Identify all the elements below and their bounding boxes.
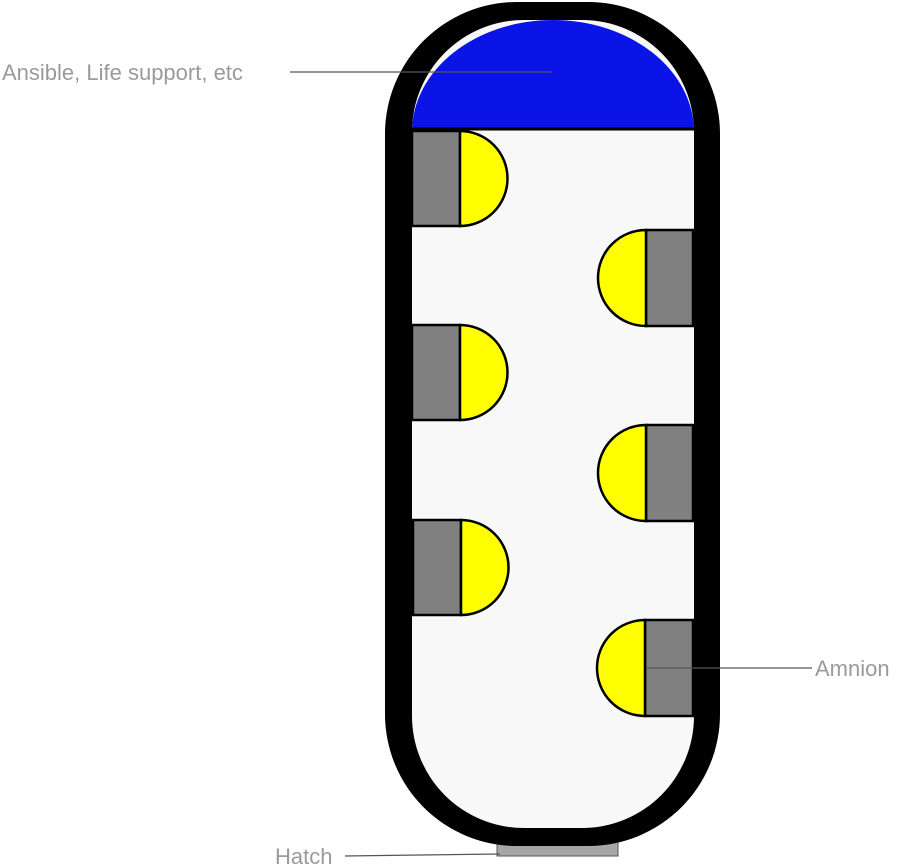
pod-right-1 [596, 228, 695, 328]
label-pod: Amnion [815, 656, 890, 681]
pod-left-2 [410, 323, 509, 422]
leader-hatch [344, 853, 501, 857]
pod-right-2 [596, 423, 695, 523]
label-top-module: Ansible, Life support, etc [2, 60, 243, 85]
pod-left-1 [410, 129, 509, 228]
top-module [412, 20, 694, 132]
label-hatch: Hatch [275, 844, 332, 865]
pod-left-3 [411, 518, 510, 617]
